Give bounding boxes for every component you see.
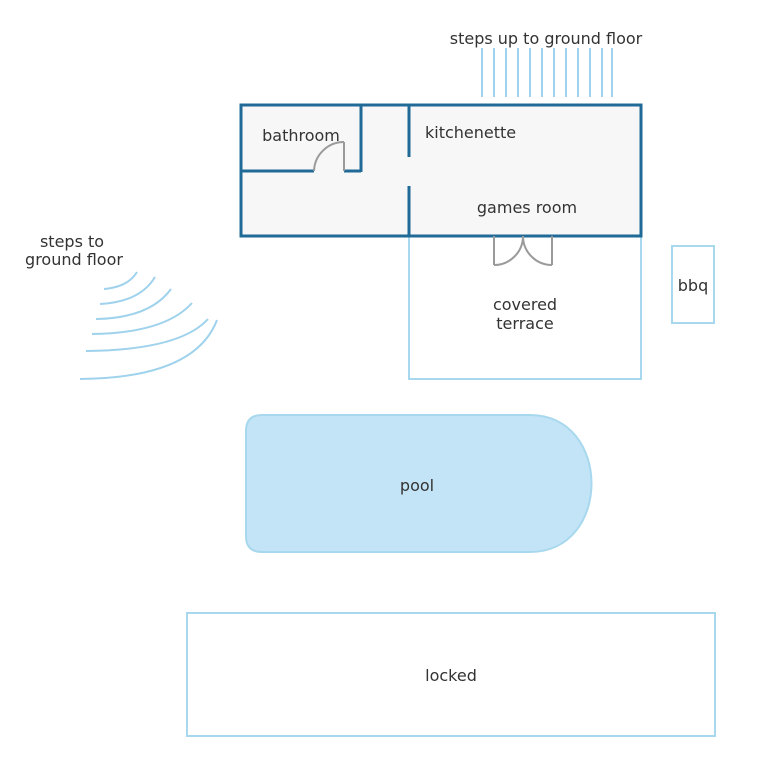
games-room-label: games room — [477, 198, 577, 217]
steps-up-stairs — [481, 48, 613, 97]
bathroom-label: bathroom — [262, 126, 340, 145]
pool-label: pool — [400, 476, 434, 495]
locked-label: locked — [425, 666, 477, 685]
steps-to-label-line2: ground floor — [25, 250, 123, 269]
covered-terrace-label-line1: covered — [493, 295, 557, 314]
steps-to-label-line1: steps to — [40, 232, 104, 251]
pool — [245, 414, 593, 553]
steps-up-label: steps up to ground floor — [450, 29, 643, 48]
locked-area — [186, 612, 716, 737]
terrace-double-door — [493, 235, 553, 266]
kitchenette-label: kitchenette — [425, 123, 516, 142]
building-walls — [239, 103, 643, 238]
bbq-label: bbq — [678, 276, 708, 295]
covered-terrace-label-line2: terrace — [496, 314, 553, 333]
bathroom-door — [313, 141, 345, 172]
curved-stairs — [79, 271, 218, 380]
bbq-area — [671, 245, 715, 324]
